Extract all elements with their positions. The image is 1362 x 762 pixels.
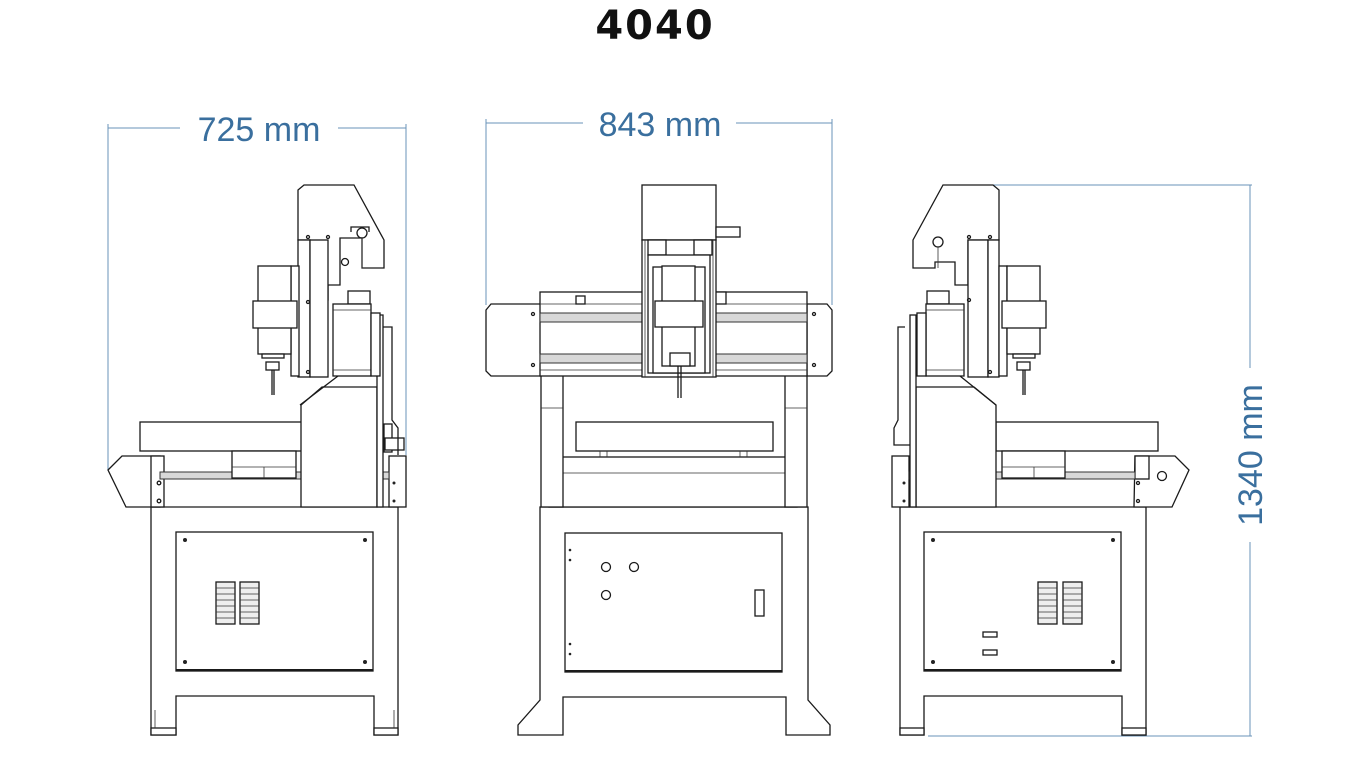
front-view	[485, 184, 833, 736]
vent-grille	[1037, 581, 1083, 625]
dimension-width: 843 mm	[485, 106, 833, 305]
dimension-width-label: 843 mm	[599, 106, 722, 144]
dimension-height: 1340 mm	[928, 184, 1270, 737]
side-view-left	[107, 184, 407, 736]
page-title: 4040	[595, 3, 715, 49]
side-view-right	[891, 184, 1190, 736]
dimension-height-label: 1340 mm	[1232, 384, 1270, 526]
dimension-depth: 725 mm	[107, 111, 407, 470]
dimension-depth-label: 725 mm	[198, 111, 321, 149]
vent-grille	[215, 581, 260, 625]
